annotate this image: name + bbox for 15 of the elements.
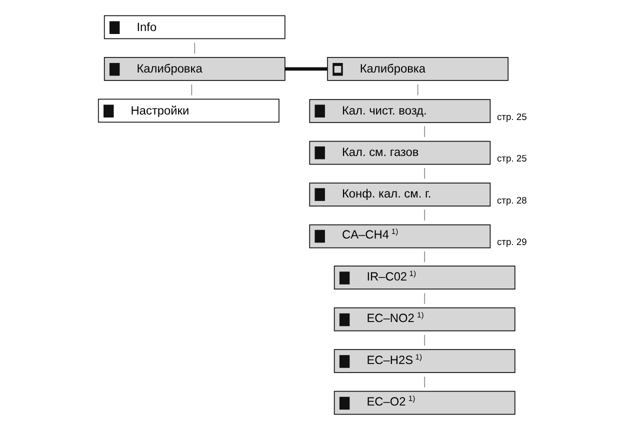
connector (284, 67, 327, 71)
node-label: стр. 28 (496, 195, 526, 206)
connector (190, 84, 192, 96)
connector (424, 376, 425, 388)
node-label: стр. 25 (496, 112, 526, 122)
connector (424, 168, 425, 180)
connector (194, 42, 195, 54)
connector (424, 126, 425, 138)
connector (424, 250, 425, 263)
connector (424, 292, 425, 304)
connector (424, 209, 425, 221)
connector (424, 334, 425, 346)
node-label: стр. 29 (496, 237, 526, 248)
node-label: стр. 25 (496, 154, 526, 164)
connector (416, 84, 418, 96)
